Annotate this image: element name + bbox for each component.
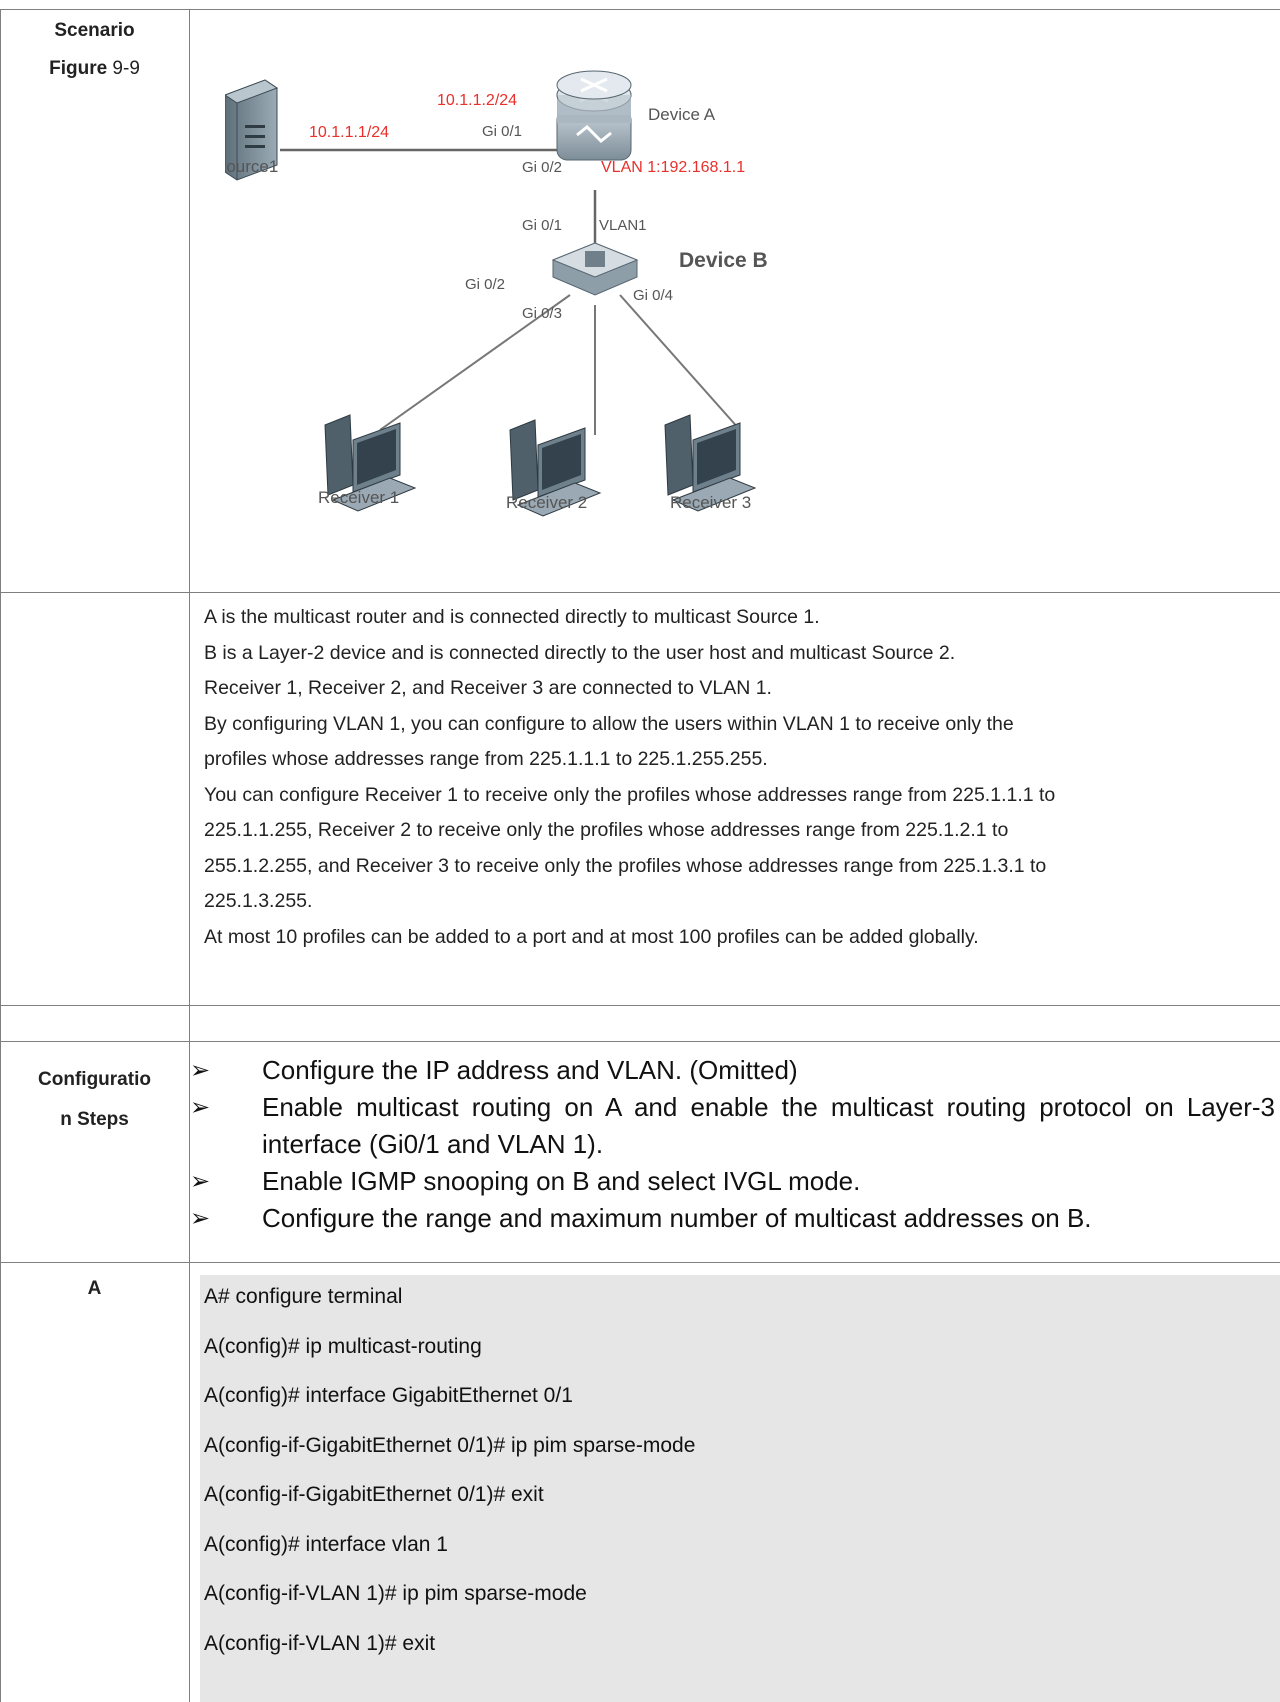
arrow-bullet-icon: ➢	[190, 1094, 211, 1121]
source1-server-icon	[225, 79, 279, 181]
description-line: profiles whose addresses range from 225.…	[204, 748, 768, 770]
figure-word: Figure	[49, 58, 108, 79]
receiver3-computer-icon	[664, 414, 757, 512]
figure-number: 9-9	[107, 58, 140, 79]
code-line: A(config-if-GigabitEthernet 0/1)# exit	[204, 1483, 544, 1506]
label-device-b: Device B	[679, 249, 768, 272]
code-line: A(config)# interface GigabitEthernet 0/1	[204, 1384, 573, 1407]
description-line: A is the multicast router and is connect…	[204, 606, 820, 628]
code-line: A(config)# ip multicast-routing	[204, 1334, 482, 1358]
description-line: 255.1.2.255, and Receiver 3 to receive o…	[204, 854, 1047, 877]
table-column-divider	[189, 9, 190, 1702]
description-line: 225.1.3.255.	[204, 890, 313, 912]
table-left-border	[0, 9, 1, 1702]
description-line: By configuring VLAN 1, you can configure…	[204, 712, 1014, 735]
config-step-item: ➢ Enable IGMP snooping on B and select IV…	[190, 1163, 1275, 1200]
link-b-receiver3	[619, 294, 741, 431]
label-receiver2: Receiver 2	[506, 493, 587, 512]
arrow-bullet-icon: ➢	[190, 1168, 211, 1195]
label-device-a-gi01: Gi 0/1	[482, 123, 522, 140]
config-step-text: Enable IGMP snooping on B and select IVG…	[262, 1166, 861, 1196]
code-line: A(config-if-VLAN 1)# exit	[204, 1631, 436, 1655]
label-device-b-gi04: Gi 0/4	[633, 287, 673, 304]
label-device-a-vlan: VLAN 1:192.168.1.1	[601, 159, 745, 176]
device-a-row-label: A	[0, 1278, 189, 1300]
arrow-bullet-icon: ➢	[190, 1057, 211, 1084]
scenario-label: Scenario	[0, 20, 189, 42]
code-line: A(config-if-VLAN 1)# ip pim sparse-mode	[204, 1582, 587, 1605]
network-topology-diagram: 10.1.1.2/24 10.1.1.1/24 Gi 0/1 Device A …	[225, 70, 768, 517]
code-line: A# configure terminal	[204, 1285, 403, 1308]
configuration-steps-list: ➢ Configure the IP address and VLAN. (Omi…	[190, 1052, 1275, 1237]
description-line: You can configure Receiver 1 to receive …	[204, 783, 1056, 806]
link-b-receiver1	[379, 294, 571, 431]
device-a-router-icon	[556, 70, 632, 161]
description-line: Receiver 1, Receiver 2, and Receiver 3 a…	[204, 677, 772, 699]
config-step-item: ➢ Enable multicast routing on A and enabl…	[190, 1089, 1275, 1163]
label-device-b-gi03: Gi 0/3	[522, 305, 562, 322]
table-top-border	[0, 9, 1280, 10]
label-ip-source: 10.1.1.1/24	[309, 124, 389, 141]
description-line: 225.1.1.255, Receiver 2 to receive only …	[204, 819, 1009, 841]
config-step-item: ➢ Configure the range and maximum number …	[190, 1200, 1275, 1237]
config-step-item: ➢ Configure the IP address and VLAN. (Omi…	[190, 1052, 1275, 1089]
device-b-switch-icon	[551, 242, 639, 296]
code-line: A(config-if-GigabitEthernet 0/1)# ip pim…	[204, 1433, 696, 1457]
figure-label: Figure 9-9	[0, 58, 189, 80]
label-ip-device-a: 10.1.1.2/24	[437, 92, 517, 109]
row-divider-figure	[0, 592, 1280, 593]
code-line: A(config)# interface vlan 1	[204, 1532, 448, 1556]
scenario-description: A is the multicast router and is connect…	[204, 600, 1264, 955]
label-device-a: Device A	[648, 105, 716, 124]
config-step-text: Configure the IP address and VLAN. (Omit…	[262, 1055, 798, 1085]
row-divider-description	[0, 1005, 1280, 1006]
label-receiver3: Receiver 3	[670, 493, 751, 512]
configuration-steps-line2: n Steps	[60, 1109, 129, 1130]
device-a-row-text: A	[87, 1278, 102, 1299]
row-divider-steps	[0, 1262, 1280, 1263]
scenario-text: Scenario	[54, 20, 135, 41]
arrow-bullet-icon: ➢	[190, 1205, 211, 1232]
configuration-steps-label: Configuratio n Steps	[0, 1060, 189, 1140]
label-device-b-gi02: Gi 0/2	[465, 276, 505, 293]
label-device-b-gi01: Gi 0/1	[522, 217, 562, 234]
receiver2-computer-icon	[509, 419, 602, 517]
row-divider-blank	[0, 1041, 1280, 1042]
description-line: At most 10 profiles can be added to a po…	[204, 925, 979, 948]
label-device-a-gi02: Gi 0/2	[522, 159, 562, 176]
config-step-text: Enable multicast routing on A and enable…	[262, 1092, 1275, 1159]
description-line: B is a Layer-2 device and is connected d…	[204, 641, 956, 664]
config-step-text: Configure the range and maximum number o…	[262, 1203, 1092, 1233]
label-device-b-vlan: VLAN1	[599, 217, 647, 234]
receiver1-computer-icon	[324, 414, 417, 512]
label-receiver1: Receiver 1	[318, 488, 399, 507]
configuration-steps-line1: Configuratio	[38, 1069, 151, 1090]
